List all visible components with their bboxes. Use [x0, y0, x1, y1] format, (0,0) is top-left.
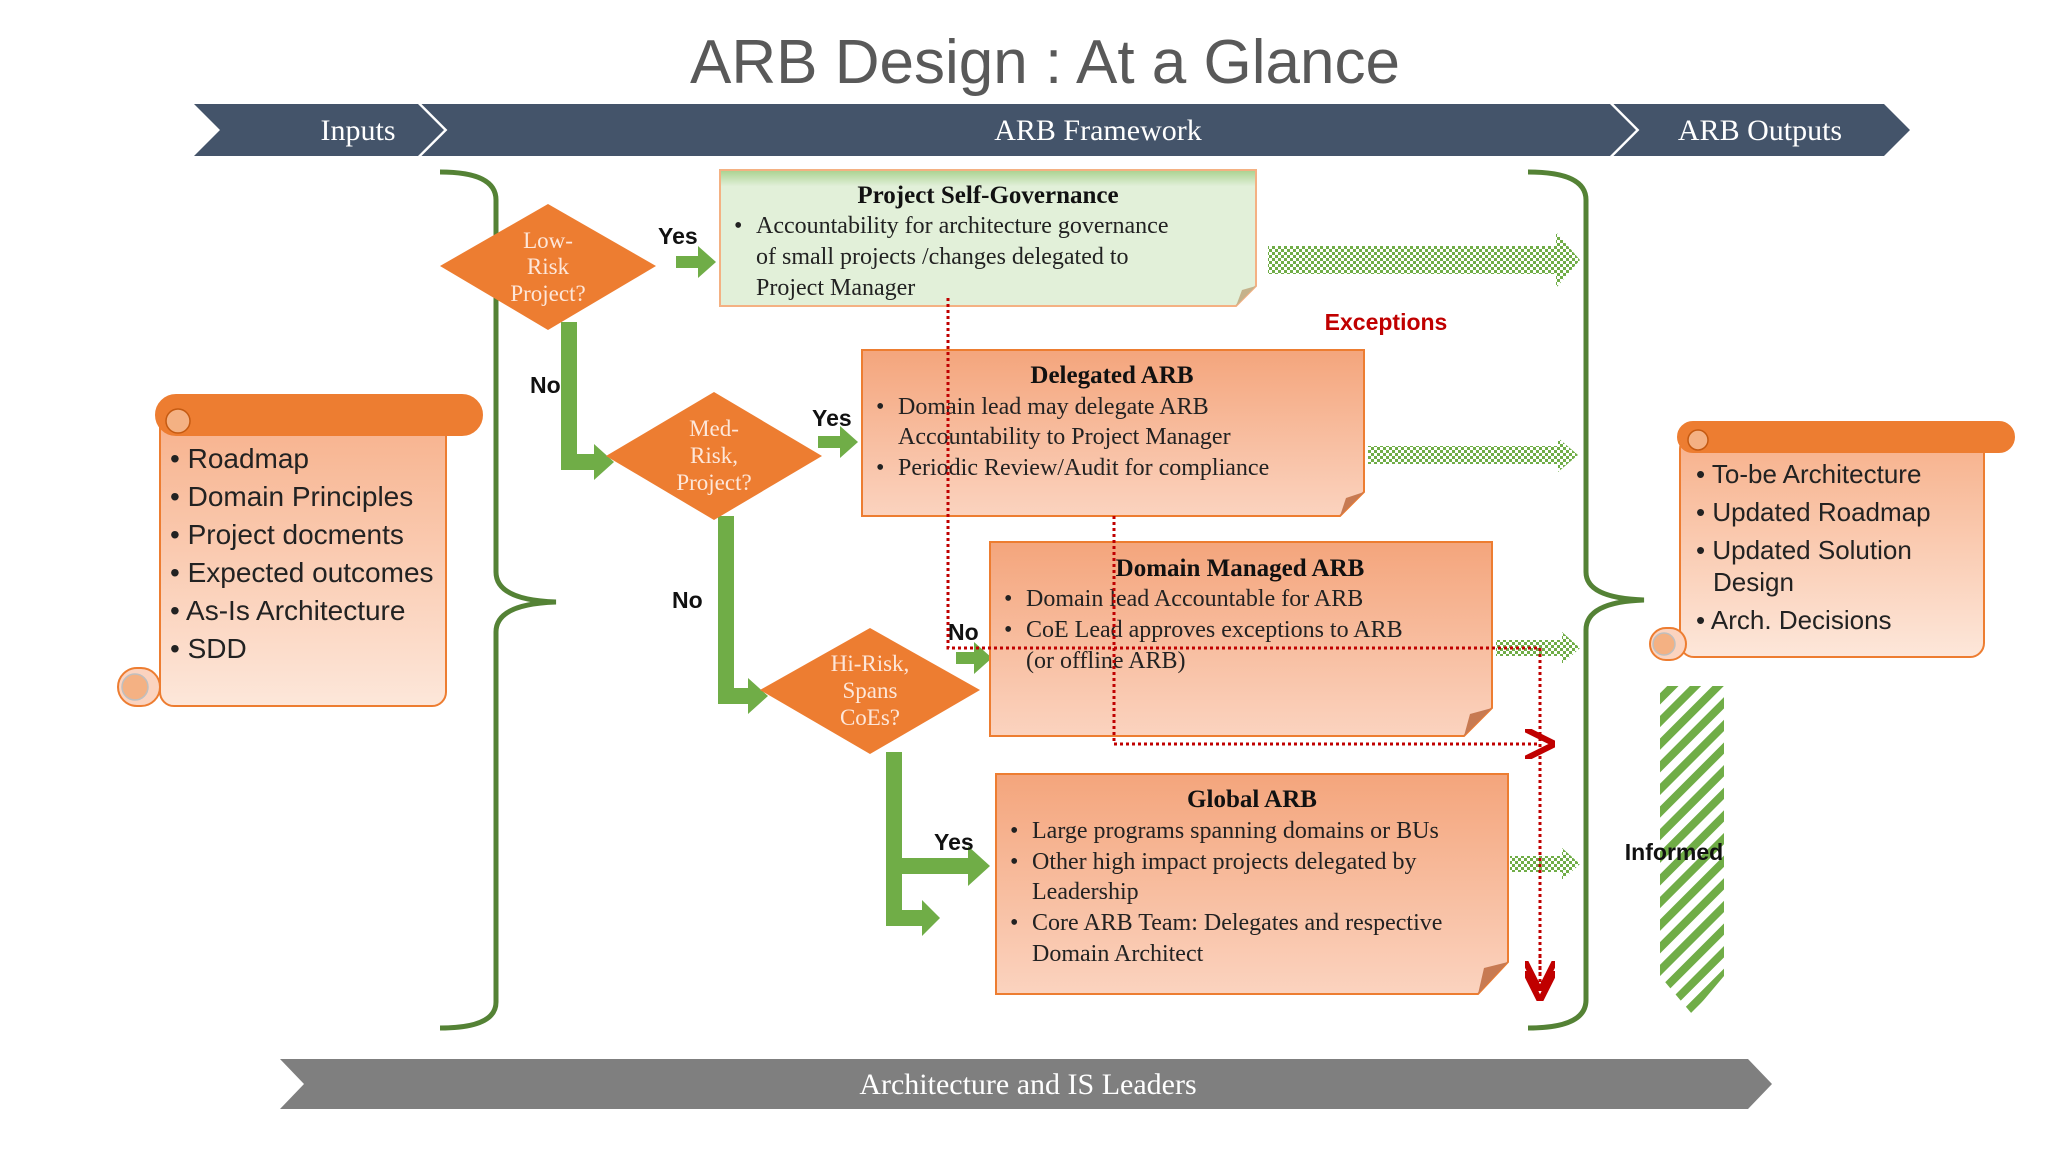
svg-text:Risk: Risk: [527, 254, 570, 279]
decision-hi-risk: Hi-Risk, Spans CoEs?: [760, 628, 980, 754]
decision-med-risk: Med- Risk, Project?: [606, 392, 822, 520]
svg-text:Other high impact projects del: Other high impact projects delegated by: [1032, 849, 1417, 875]
svg-text:Leadership: Leadership: [1032, 879, 1139, 905]
edge-label-yes: Yes: [934, 829, 974, 855]
svg-text:Med-: Med-: [689, 416, 739, 441]
edge-label-no: No: [948, 619, 979, 645]
edge-label-no: No: [672, 587, 703, 613]
input-item: • SDD: [170, 633, 247, 664]
svg-text:Global ARB: Global ARB: [1187, 786, 1317, 813]
svg-text:Hi-Risk,: Hi-Risk,: [831, 651, 910, 676]
output-item: Design: [1713, 567, 1794, 597]
output-arrow-self-gov: [1268, 232, 1580, 288]
framework-chevron: [420, 104, 1636, 156]
outputs-label: ARB Outputs: [1678, 114, 1842, 147]
svg-text:•: •: [1004, 586, 1012, 612]
svg-text:Core ARB Team: Delegates and r: Core ARB Team: Delegates and respective: [1032, 910, 1442, 936]
svg-text:Accountability for architectur: Accountability for architecture governan…: [756, 213, 1168, 239]
svg-text:Low-: Low-: [523, 228, 573, 253]
svg-text:Project Self-Governance: Project Self-Governance: [857, 182, 1118, 209]
decision-low-risk: Low- Risk Project?: [440, 204, 656, 330]
svg-text:•: •: [734, 213, 742, 239]
output-arrow-delegated: [1368, 438, 1578, 472]
framework-label: ARB Framework: [994, 114, 1201, 147]
svg-text:Accountability to Project Mana: Accountability to Project Manager: [898, 424, 1231, 450]
outputs-scroll: • To-be Architecture • Updated Roadmap •…: [1649, 421, 2015, 661]
box-delegated-arb: Delegated ARB • Domain lead may delegate…: [861, 349, 1365, 517]
top-banner: Inputs ARB Framework ARB Outputs: [194, 103, 1910, 157]
inputs-label: Inputs: [321, 114, 396, 147]
input-item: • Domain Principles: [170, 481, 413, 512]
inputs-scroll: • Roadmap • Domain Principles • Project …: [117, 394, 483, 707]
edge-label-yes: Yes: [658, 223, 698, 249]
input-item: • As-Is Architecture: [170, 595, 405, 626]
output-arrow-domain: [1496, 632, 1580, 664]
output-arrows: [1268, 232, 1580, 880]
output-item: • Updated Roadmap: [1696, 497, 1931, 527]
informed-arrow: Informed: [1625, 686, 1724, 1014]
svg-text:•: •: [876, 394, 884, 420]
edge-label-yes: Yes: [812, 405, 852, 431]
page-title: ARB Design : At a Glance: [690, 28, 1400, 97]
svg-text:•: •: [876, 455, 884, 481]
input-item: • Roadmap: [170, 443, 309, 474]
svg-text:Project?: Project?: [676, 470, 751, 495]
svg-text:Domain lead Accountable for AR: Domain lead Accountable for ARB: [1026, 586, 1363, 612]
svg-text:•: •: [1010, 849, 1018, 875]
footer-label: Architecture and IS Leaders: [859, 1068, 1196, 1101]
output-item: • Updated Solution: [1696, 535, 1912, 565]
box-project-self-governance: Project Self-Governance • Accountability…: [719, 169, 1257, 307]
svg-text:Project?: Project?: [510, 281, 585, 306]
svg-text:Domain Architect: Domain Architect: [1032, 941, 1204, 967]
output-arrow-global: [1510, 848, 1580, 880]
input-item: • Project docments: [170, 519, 404, 550]
svg-text:Domain Managed ARB: Domain Managed ARB: [1116, 555, 1365, 582]
svg-text:•: •: [1010, 910, 1018, 936]
output-item: • To-be Architecture: [1696, 459, 1921, 489]
edge-label-no: No: [530, 372, 561, 398]
input-item: • Expected outcomes: [170, 557, 434, 588]
output-item: • Arch. Decisions: [1696, 605, 1892, 635]
svg-text:Risk,: Risk,: [690, 443, 738, 468]
svg-text:Domain lead may delegate ARB: Domain lead may delegate ARB: [898, 394, 1209, 420]
right-bracket: [1527, 169, 1645, 1031]
svg-text:CoEs?: CoEs?: [840, 705, 900, 730]
svg-text:Project Manager: Project Manager: [756, 275, 915, 301]
svg-text:•: •: [1010, 818, 1018, 844]
flow-connectors: [561, 246, 992, 936]
svg-text:Periodic Review/Audit for comp: Periodic Review/Audit for compliance: [898, 455, 1269, 481]
exceptions-paths: [946, 298, 1540, 986]
svg-text:Spans: Spans: [843, 678, 898, 703]
informed-label: Informed: [1625, 839, 1723, 865]
svg-text:of small projects /changes del: of small projects /changes delegated to: [756, 244, 1129, 270]
svg-text:Large programs spanning domain: Large programs spanning domains or BUs: [1032, 818, 1439, 844]
exceptions-label: Exceptions: [1325, 309, 1448, 335]
box-domain-managed-arb: Domain Managed ARB • Domain lead Account…: [989, 541, 1493, 737]
svg-text:CoE Lead approves exceptions t: CoE Lead approves exceptions to ARB: [1026, 617, 1403, 643]
outputs-chevron: [1612, 104, 1910, 156]
footer-banner: Architecture and IS Leaders: [280, 1059, 1772, 1109]
svg-text:•: •: [1004, 617, 1012, 643]
box-global-arb: Global ARB • Large programs spanning dom…: [995, 773, 1509, 995]
svg-text:(or offline ARB): (or offline ARB): [1026, 648, 1186, 674]
left-bracket: [439, 169, 557, 1031]
inputs-chevron: [194, 104, 444, 156]
svg-text:Delegated ARB: Delegated ARB: [1030, 362, 1193, 389]
